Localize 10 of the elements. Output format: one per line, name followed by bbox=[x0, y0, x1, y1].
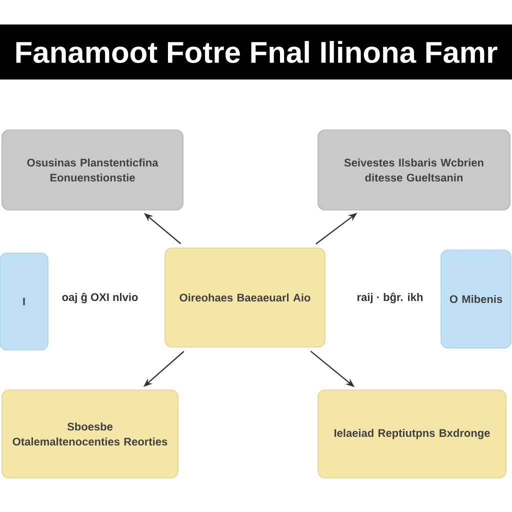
process-box: Seivestes Ilsbaris Wcbrien ditesse Gueltsanin bbox=[318, 130, 510, 210]
process-box: Ielaeiad Reptiutpns Bxdronge bbox=[318, 390, 506, 478]
connector-label: oaj ĝ OXI nlvio bbox=[62, 292, 138, 304]
process-box: I bbox=[0, 252, 48, 350]
process-box: Sboesbe Otalemaltenocenties Reorties bbox=[2, 390, 178, 478]
process-box: Oireohaes Baeaeuarl Aio bbox=[164, 248, 326, 348]
title-bar: Fanamoot Fotre Fnal Ilinona Famr bbox=[0, 24, 512, 80]
connector-label: raij · bĝr. ikh bbox=[358, 292, 423, 304]
process-box: Osusinas Planstenticfina Eonuenstionstie bbox=[2, 130, 184, 210]
process-box: O Mibenis bbox=[440, 250, 512, 348]
